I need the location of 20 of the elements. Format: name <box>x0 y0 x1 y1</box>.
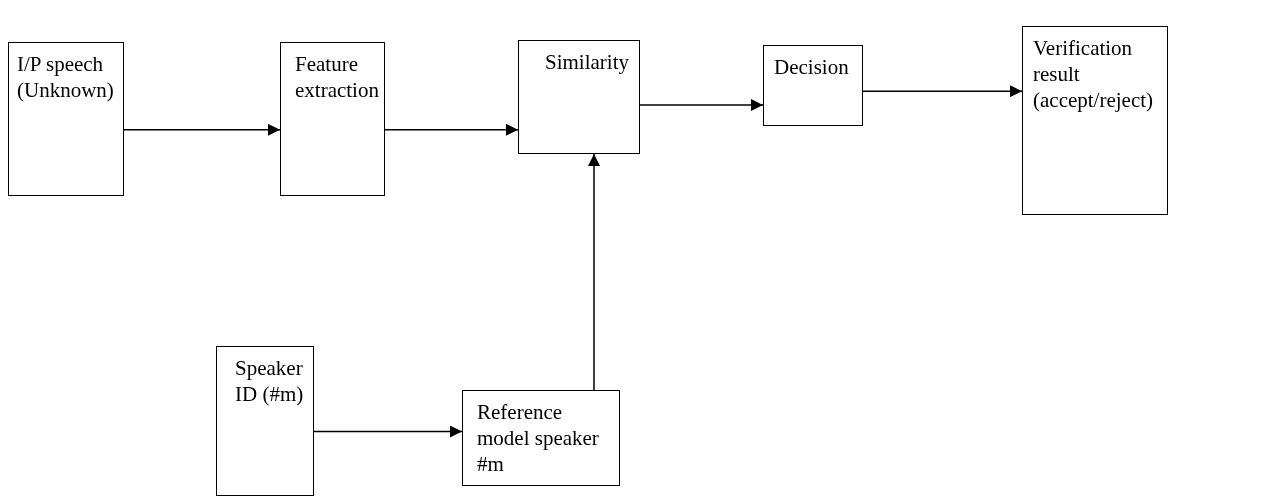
box-label: I/P speech (Unknown) <box>17 51 115 103</box>
box-label: Decision <box>774 54 850 80</box>
box-label: Similarity <box>545 49 630 75</box>
box-label: Verification result (accept/reject) <box>1033 35 1155 113</box>
process-box <box>216 346 314 496</box>
arrow <box>639 99 764 111</box>
box-label: Reference model speaker #m <box>477 399 600 477</box>
process-box <box>518 40 640 154</box>
arrow <box>862 85 1023 98</box>
process-box <box>280 42 385 196</box>
process-box <box>763 45 863 126</box>
box-label: Speaker ID (#m) <box>235 355 305 407</box>
process-box <box>8 42 124 196</box>
arrow <box>588 153 600 391</box>
arrow <box>384 123 519 136</box>
process-box <box>1022 26 1168 215</box>
box-label: Feature extraction <box>295 51 378 103</box>
arrow <box>313 425 463 438</box>
process-box <box>462 390 620 486</box>
arrow <box>123 123 281 136</box>
